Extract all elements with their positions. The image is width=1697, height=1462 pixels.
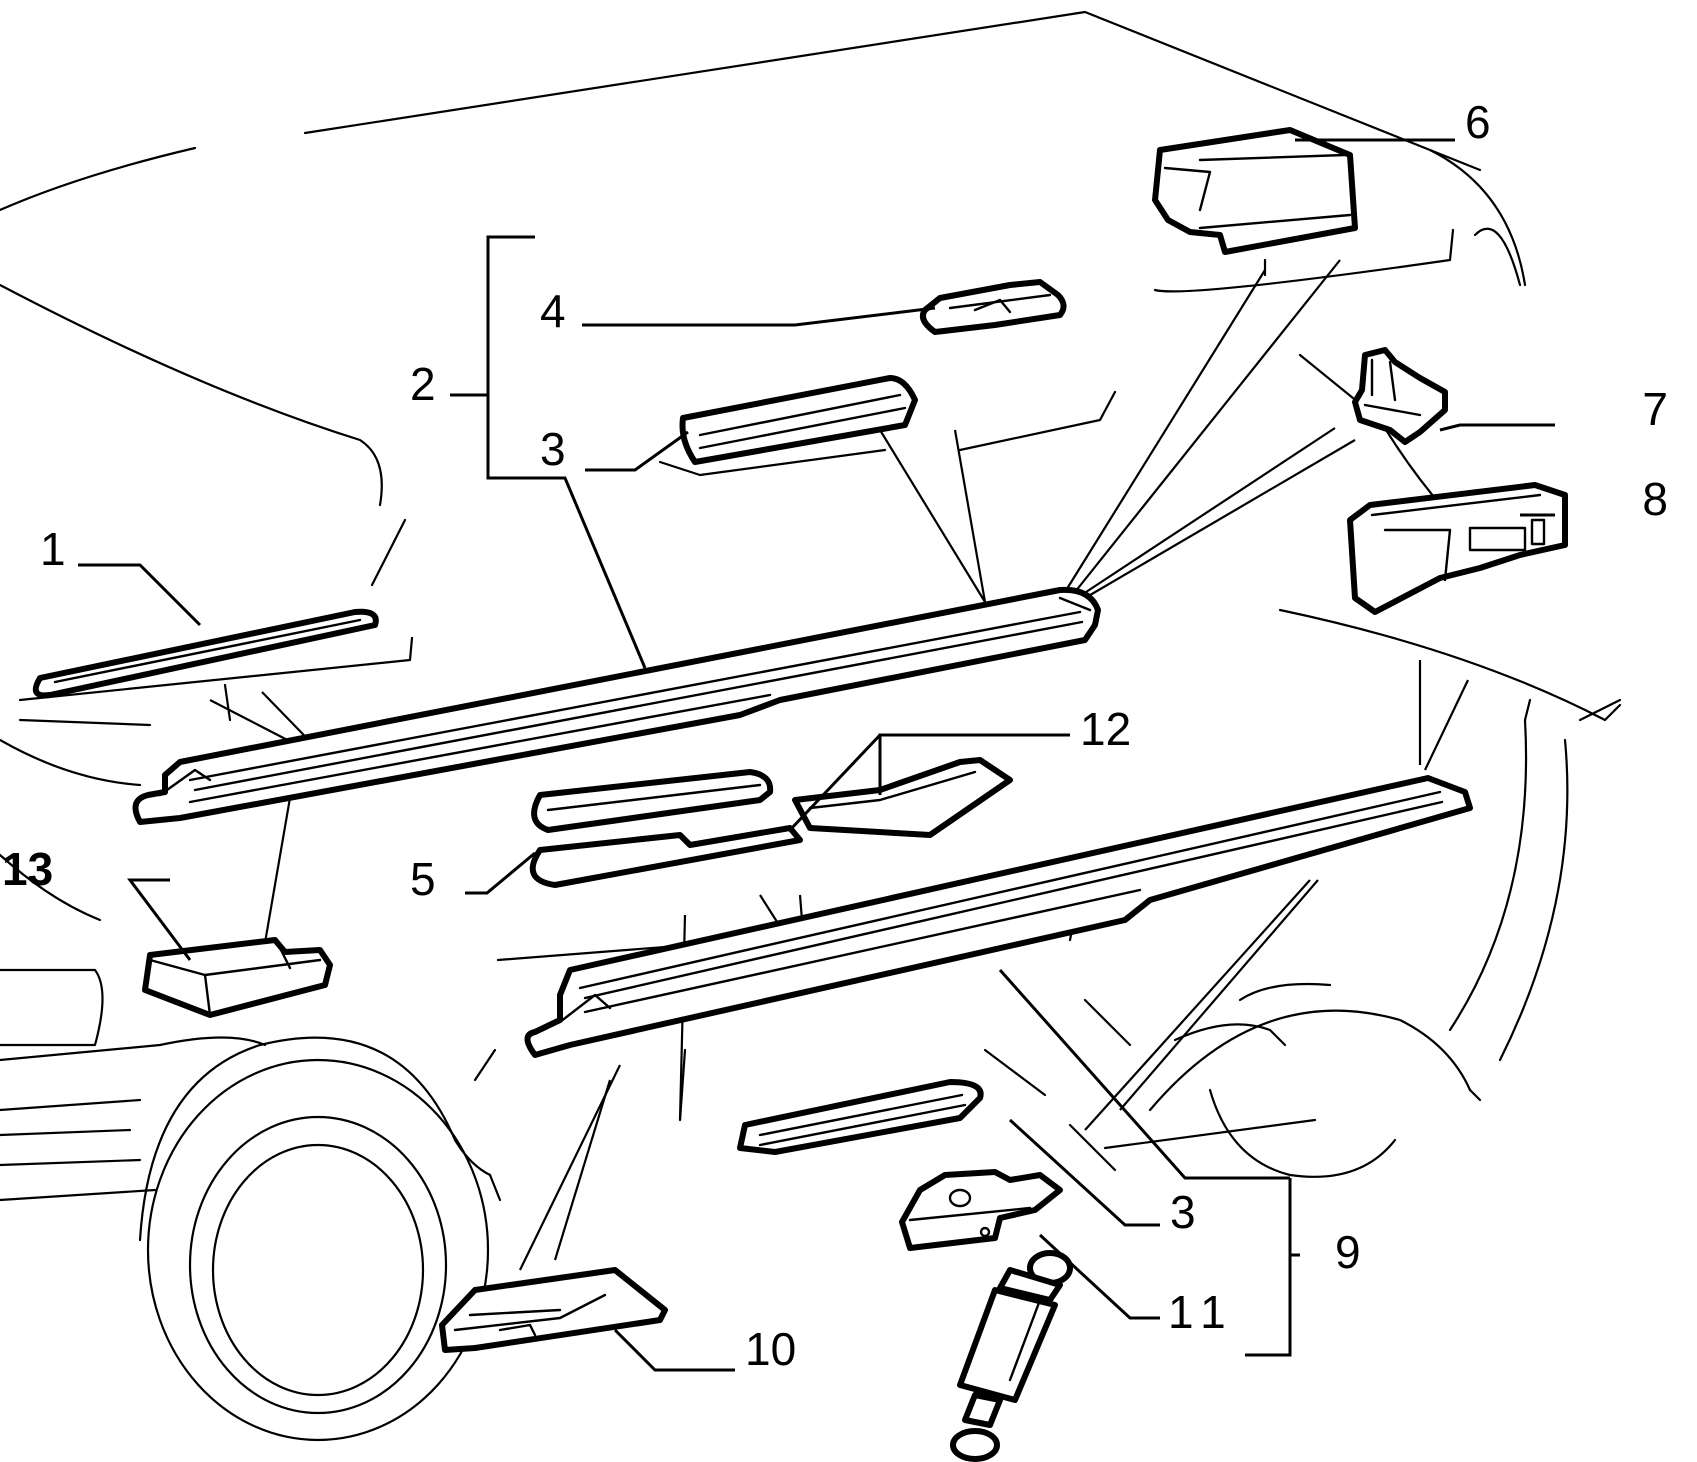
part-7-angle-bracket <box>1352 347 1448 445</box>
part-3-closing-plate-upper <box>679 375 918 465</box>
part-2-rocker-panel-upper <box>132 586 1101 825</box>
part-5-closing-plate <box>531 769 774 833</box>
callout-6: 6 <box>1465 96 1491 148</box>
callout-8: 8 <box>1642 473 1668 525</box>
callout-11: 11 <box>1168 1286 1236 1338</box>
callout-3-lower: 3 <box>1170 1186 1196 1238</box>
shock-absorber <box>950 1250 1073 1462</box>
part-13-tray <box>142 937 333 1018</box>
callout-13: 13 <box>2 843 53 895</box>
callout-2: 2 <box>410 358 436 410</box>
part-6-box-section <box>1152 127 1358 255</box>
callout-4: 4 <box>540 285 566 337</box>
callout-9: 9 <box>1335 1226 1361 1278</box>
part-10-floor-bracket <box>439 1267 668 1353</box>
callout-3: 3 <box>540 423 566 475</box>
part-4-bracket <box>920 279 1067 335</box>
callout-10: 10 <box>745 1323 796 1375</box>
part-1-sill-strip <box>32 608 379 699</box>
callout-12: 12 <box>1080 703 1131 755</box>
callout-7: 7 <box>1642 383 1668 435</box>
part-3-closing-plate-lower <box>737 1079 984 1155</box>
leader-lines <box>78 138 1555 1372</box>
callout-1: 1 <box>40 523 66 575</box>
callout-5: 5 <box>410 853 436 905</box>
part-8-box-bracket <box>1347 482 1568 615</box>
part-11-damper-bracket <box>899 1169 1063 1251</box>
car-body-outline <box>0 10 1622 1442</box>
part-12-reinforcement <box>529 757 1013 888</box>
part-9-rocker-panel-lower <box>524 775 1473 1058</box>
callout-labels: 1 2 3 4 5 6 7 8 9 10 11 12 13 3 <box>2 96 1668 1375</box>
